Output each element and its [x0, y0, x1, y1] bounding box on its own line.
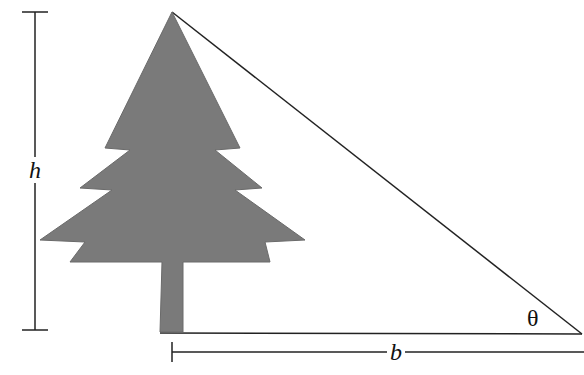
dimension-label: h — [26, 157, 44, 183]
base-dimension-line — [172, 351, 584, 353]
dimension-label: b — [387, 339, 405, 365]
dimension-tick — [22, 329, 48, 331]
dimension-tick — [22, 11, 48, 13]
tree-silhouette — [40, 12, 305, 332]
ground-line — [160, 333, 582, 334]
dimension-label: θ — [524, 305, 542, 331]
